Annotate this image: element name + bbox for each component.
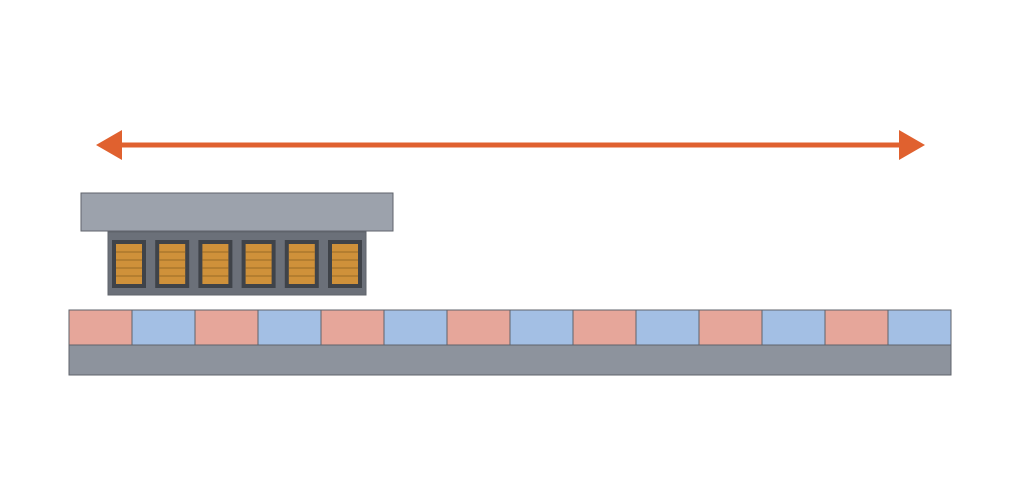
coil-group (112, 240, 362, 288)
magnet-north (698, 309, 763, 346)
coil (245, 244, 272, 284)
magnet-track (68, 309, 952, 346)
carriage-plate (80, 192, 394, 232)
coil (288, 244, 315, 284)
magnet-north (572, 309, 637, 346)
magnet-south (509, 309, 574, 346)
coil (159, 244, 186, 284)
magnet-south (383, 309, 448, 346)
magnet-north (68, 309, 133, 346)
arrow-head-left (96, 130, 122, 160)
coil (332, 244, 358, 284)
magnet-north (194, 309, 259, 346)
arrow-head-right (899, 130, 925, 160)
magnet-north (824, 309, 889, 346)
mover-assembly (107, 231, 367, 296)
coil (116, 244, 142, 284)
mover-housing (107, 231, 367, 296)
magnet-south (761, 309, 826, 346)
magnet-north (446, 309, 511, 346)
magnet-south (131, 309, 196, 346)
magnet-south (635, 309, 700, 346)
magnet-south (257, 309, 322, 346)
motion-arrow (96, 130, 925, 160)
magnet-north (320, 309, 385, 346)
stator-assembly (68, 309, 952, 376)
magnet-south (887, 309, 952, 346)
coil (202, 244, 229, 284)
stator-base (68, 344, 952, 376)
